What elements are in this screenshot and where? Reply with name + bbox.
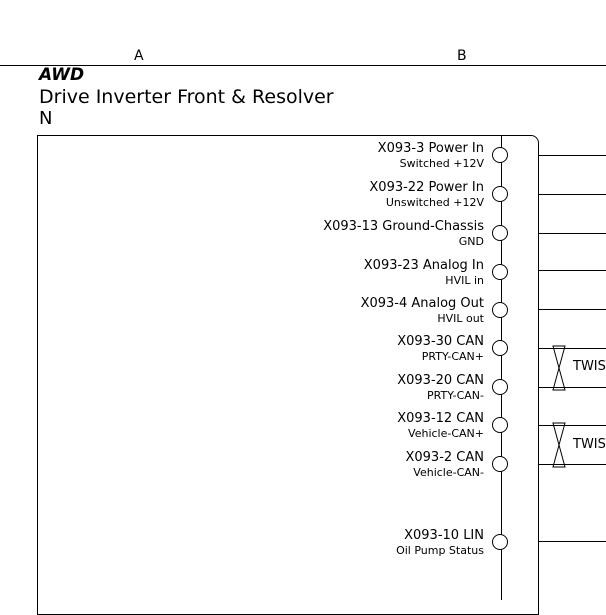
pin-label-x093-3: X093-3 Power In Switched +12V [378,141,484,171]
pin-label-x093-4: X093-4 Analog Out HVIL out [361,296,484,326]
pin-signal: Vehicle-CAN+ [408,427,484,440]
wire [539,270,606,271]
wire [539,425,606,426]
wire [539,233,606,234]
wire [539,348,606,349]
pin-signal: HVIL out [437,312,484,325]
pin-terminal-circle [492,379,508,395]
pin-label-x093-2: X093-2 CAN Vehicle-CAN- [405,450,484,480]
drive-variant-tag: AWD [39,65,85,85]
pin-name: X093-10 LIN [404,528,484,543]
connector-edge-line [501,135,502,600]
pin-name: X093-3 Power In [377,141,484,156]
grid-column-label-b: B [457,48,467,64]
pin-signal: Switched +12V [399,157,484,170]
pin-signal: Oil Pump Status [396,544,484,557]
component-variant: N [39,108,53,129]
twisted-pair-icon [552,345,566,391]
pin-name: X093-20 CAN [397,373,484,388]
pin-terminal-circle [492,186,508,202]
pin-name: X093-4 Analog Out [360,296,484,311]
pin-terminal-circle [492,302,508,318]
pin-terminal-circle [492,417,508,433]
pin-terminal-circle [492,264,508,280]
pin-name: X093-2 CAN [405,450,484,465]
pin-label-x093-20: X093-20 CAN PRTY-CAN- [397,373,484,403]
pin-label-x093-10: X093-10 LIN Oil Pump Status [396,528,484,558]
twisted-pair-icon [552,422,566,468]
pin-signal: HVIL in [445,274,484,287]
wire [539,464,606,465]
pin-name: X093-22 Power In [369,180,484,195]
component-title: Drive Inverter Front & Resolver [39,86,334,108]
grid-column-label-a: A [134,48,144,64]
pin-name: X093-12 CAN [397,411,484,426]
pin-label-x093-12: X093-12 CAN Vehicle-CAN+ [397,411,484,441]
pin-terminal-circle [492,147,508,163]
wire [539,541,606,542]
pin-name: X093-30 CAN [397,334,484,349]
pin-terminal-circle [492,340,508,356]
pin-signal: PRTY-CAN- [427,389,484,402]
pin-label-x093-13: X093-13 Ground-Chassis GND [323,219,484,249]
pin-label-x093-23: X093-23 Analog In HVIL in [364,258,484,288]
pin-signal: Unswitched +12V [385,196,484,209]
pin-terminal-circle [492,534,508,550]
pin-signal: PRTY-CAN+ [421,350,484,363]
sheet-border-line [0,65,606,66]
pin-signal: GND [458,235,484,248]
pin-signal: Vehicle-CAN- [413,466,484,479]
pin-label-x093-22: X093-22 Power In Unswitched +12V [369,180,484,210]
pin-terminal-circle [492,225,508,241]
pin-terminal-circle [492,456,508,472]
wire [539,387,606,388]
pin-name: X093-23 Analog In [363,258,484,273]
pin-label-x093-30: X093-30 CAN PRTY-CAN+ [397,334,484,364]
wire [539,155,606,156]
wire [539,309,606,310]
wire [539,194,606,195]
pin-name: X093-13 Ground-Chassis [323,219,484,234]
